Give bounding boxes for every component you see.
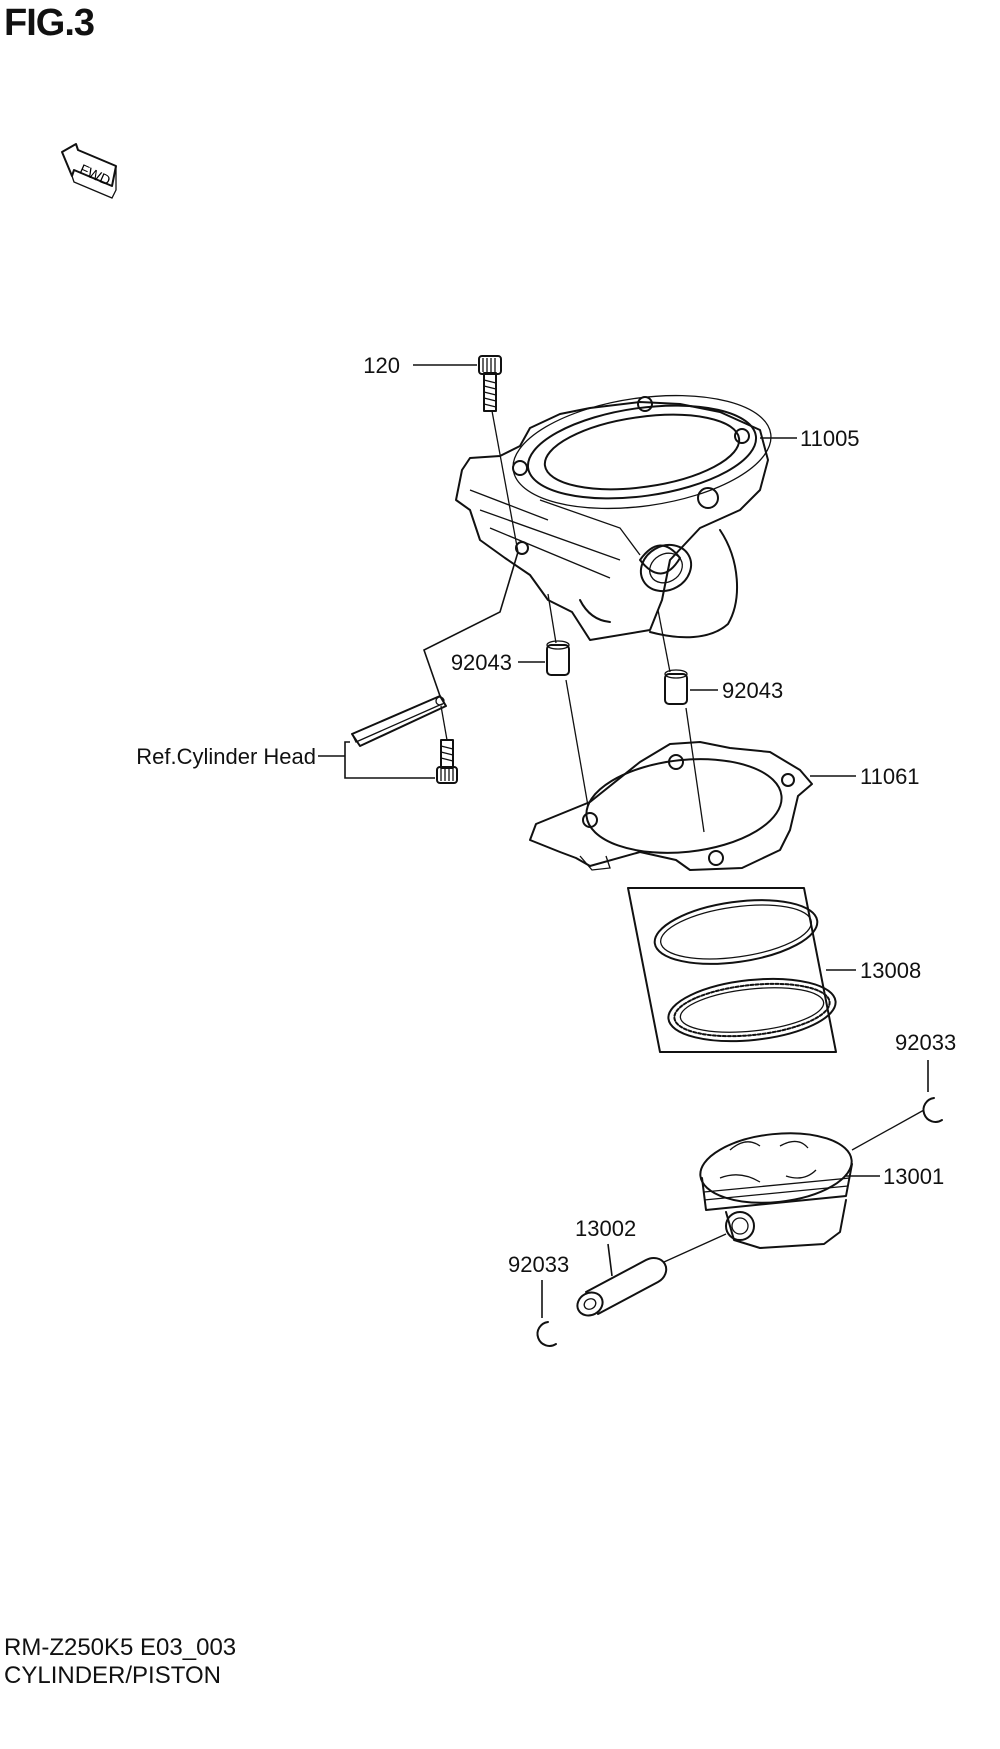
pin-axis-right (851, 1109, 925, 1151)
callout-11005: 11005 (800, 426, 860, 451)
cylinder-11005 (455, 394, 772, 641)
fwd-label: FWD (77, 161, 113, 189)
dowel-right-centerline-top (657, 609, 671, 673)
section-name: CYLINDER/PISTON (4, 1662, 221, 1689)
piston-13001 (699, 1132, 853, 1249)
model-code: RM-Z250K5 E03_003 (4, 1634, 237, 1661)
pin-axis-middle (663, 1233, 727, 1263)
bracket-ref-cylinder-head (344, 741, 435, 779)
circlip-left (536, 1321, 557, 1347)
callout-ref-cylinder-head: Ref.Cylinder Head (136, 744, 316, 769)
callout-13002: 13002 (575, 1216, 636, 1241)
bolt-120 (478, 355, 502, 412)
dowel-left-centerline-top (547, 593, 557, 644)
ref-head-centerline-upper (423, 551, 519, 697)
figure-title: FIG.3 (4, 2, 95, 44)
piston-ring-set-13008 (627, 887, 837, 1053)
dowel-pin-right (664, 669, 688, 705)
leader-13002 (607, 1243, 613, 1277)
bolt-centerline (491, 410, 519, 553)
callout-92033-right: 92033 (895, 1030, 956, 1055)
gasket-11061 (529, 741, 813, 871)
callout-92033-left: 92033 (508, 1252, 569, 1277)
callout-92043-right: 92043 (722, 678, 783, 703)
callout-92043-left: 92043 (451, 650, 512, 675)
piston-pin-13002 (576, 1257, 668, 1317)
dowel-pin-left (546, 640, 570, 676)
callout-13001: 13001 (883, 1164, 944, 1189)
dowel-left-centerline-bottom (565, 679, 589, 807)
fwd-arrow-icon: FWD (61, 143, 117, 199)
callout-11061: 11061 (860, 764, 920, 789)
callout-13008: 13008 (860, 958, 921, 983)
ref-head-centerline-lower (440, 705, 448, 741)
circlip-right (922, 1097, 943, 1123)
callout-120: 120 (363, 353, 400, 378)
dowel-right-centerline-bottom (685, 707, 705, 833)
